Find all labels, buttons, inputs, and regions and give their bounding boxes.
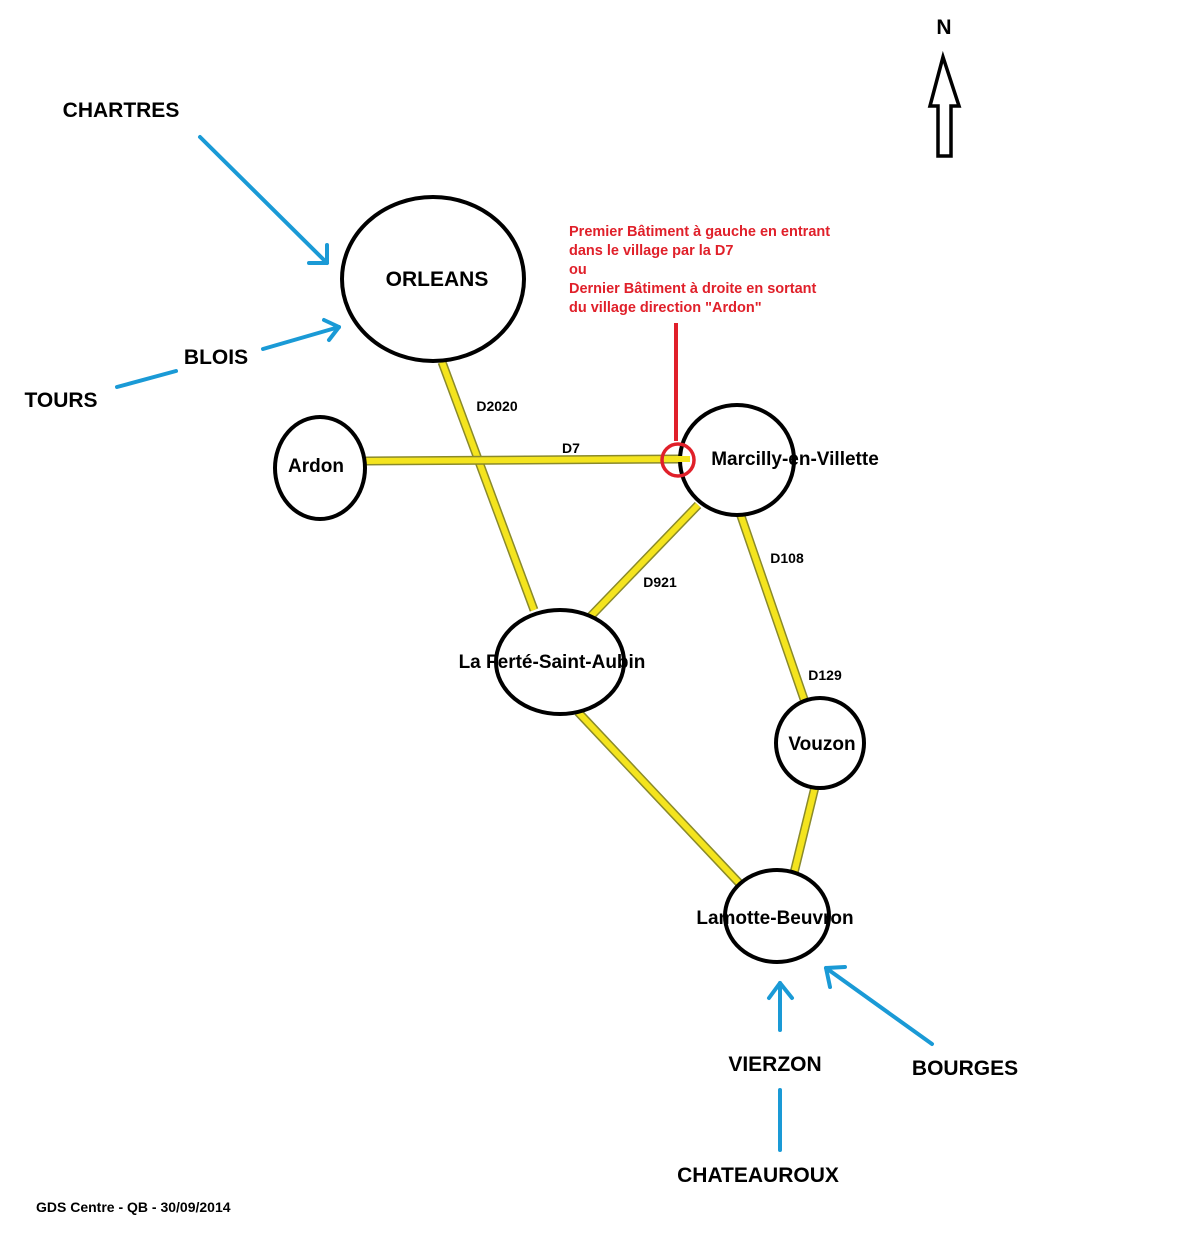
arrow-tours-icon <box>115 369 178 389</box>
location-marker <box>660 323 696 478</box>
note-line-1: Premier Bâtiment à gauche en entrant <box>569 224 830 240</box>
road-d7 <box>365 454 683 466</box>
town-label-ardon: Ardon <box>288 456 344 477</box>
ardon-circle <box>273 415 367 521</box>
direction-arrows <box>115 135 934 1152</box>
orleans-circle <box>340 195 526 363</box>
road-label-d7: D7 <box>562 440 580 456</box>
town-label-vouzon: Vouzon <box>788 734 855 755</box>
footer-credit: GDS Centre - QB - 30/09/2014 <box>36 1199 231 1215</box>
road-label-d921: D921 <box>643 574 677 590</box>
note-line-2: dans le village par la D7 <box>569 243 733 259</box>
arrow-chartres-icon <box>198 135 329 265</box>
note-line-3: ou <box>569 262 587 278</box>
town-label-lamotte: Lamotte-Beuvron <box>696 908 853 929</box>
direction-label-vierzon: VIERZON <box>728 1053 821 1076</box>
town-label-laferte: La Ferté-Saint-Aubin <box>459 652 646 673</box>
road-label-d108: D108 <box>770 550 804 566</box>
road-d2020 <box>437 360 539 612</box>
town-label-orleans: ORLEANS <box>386 268 489 291</box>
road-d921 <box>586 501 702 621</box>
roads <box>365 360 820 888</box>
direction-label-chartres: CHARTRES <box>63 99 180 122</box>
road-label-d2020: D2020 <box>476 398 517 414</box>
direction-label-blois: BLOIS <box>184 346 248 369</box>
arrow-blois-icon <box>261 318 341 351</box>
town-circles <box>273 195 866 964</box>
direction-label-bourges: BOURGES <box>912 1057 1018 1080</box>
town-label-marcilly: Marcilly-en-Villette <box>711 449 879 470</box>
road-laferte-lamotte <box>574 708 744 888</box>
lamotte-circle <box>723 868 831 964</box>
vouzon-circle <box>774 696 866 790</box>
road-d108 <box>735 511 811 707</box>
north-label: N <box>936 16 951 39</box>
road-vouzon-lamotte <box>789 785 820 875</box>
direction-label-chateauroux: CHATEAUROUX <box>677 1164 839 1187</box>
road-label-d129: D129 <box>808 667 842 683</box>
laferte-circle <box>494 608 626 716</box>
note-line-5: du village direction "Ardon" <box>569 300 762 316</box>
marker-circle <box>660 442 696 478</box>
arrow-vierzon-icon <box>767 981 794 1032</box>
note-line-4: Dernier Bâtiment à droite en sortant <box>569 281 817 297</box>
north-arrow-icon <box>927 50 962 158</box>
arrow-bourges-icon <box>824 965 934 1046</box>
location-note: Premier Bâtiment à gauche en entrant dan… <box>569 224 830 316</box>
direction-label-tours: TOURS <box>24 389 97 412</box>
